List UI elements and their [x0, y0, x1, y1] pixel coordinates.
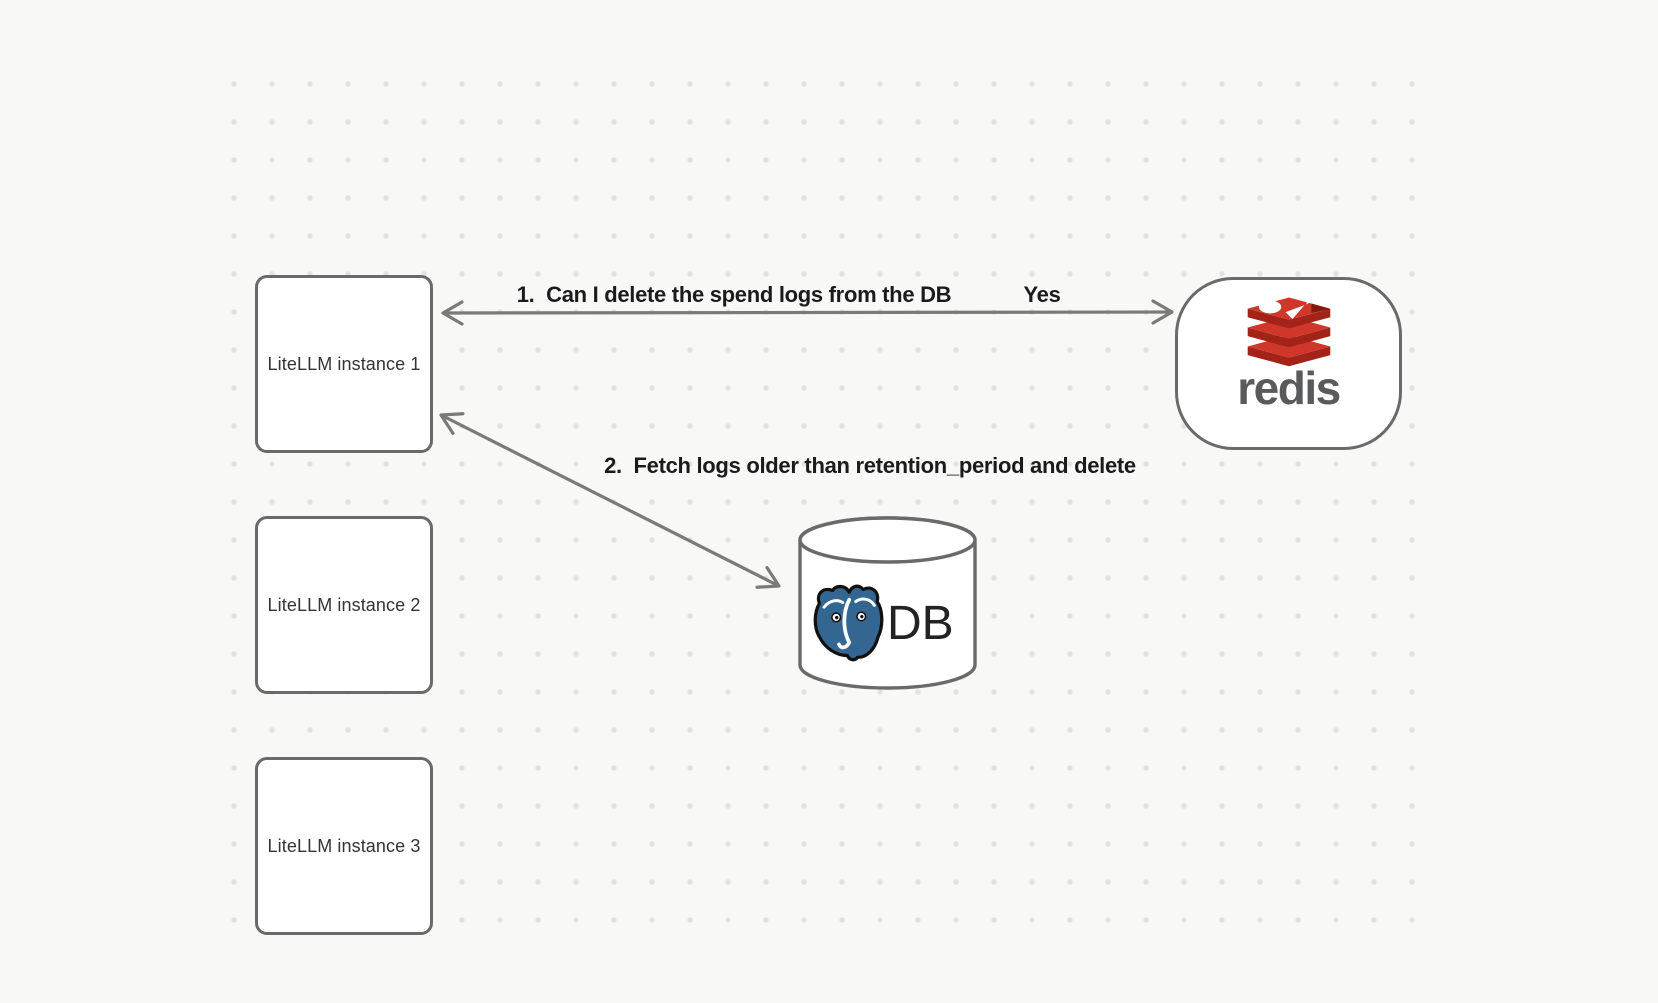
edge-1-response-label[interactable]: Yes	[1023, 282, 1061, 307]
node-litellm-instance-2[interactable]: LiteLLM instance 2	[255, 516, 433, 694]
node-label: LiteLLM instance 3	[267, 835, 421, 856]
node-label: LiteLLM instance 1	[267, 353, 421, 374]
arrow-litellm1-db[interactable]	[439, 412, 781, 589]
redis-wordmark: redis	[1237, 362, 1341, 414]
node-label: LiteLLM instance 2	[267, 594, 421, 615]
node-db-cylinder[interactable]: DB	[797, 515, 978, 692]
node-redis[interactable]: redis	[1175, 277, 1402, 450]
arrow-litellm1-redis[interactable]	[441, 299, 1174, 326]
redis-logo-icon	[1247, 294, 1330, 367]
node-litellm-instance-1[interactable]: LiteLLM instance 1	[255, 275, 433, 453]
postgresql-elephant-icon	[813, 584, 884, 662]
edge-1-label[interactable]: 1. Can I delete the spend logs from the …	[516, 282, 952, 307]
node-litellm-instance-3[interactable]: LiteLLM instance 3	[255, 757, 433, 935]
db-label: DB	[887, 597, 954, 650]
edge-2-label[interactable]: 2. Fetch logs older than retention_perio…	[604, 453, 1136, 478]
